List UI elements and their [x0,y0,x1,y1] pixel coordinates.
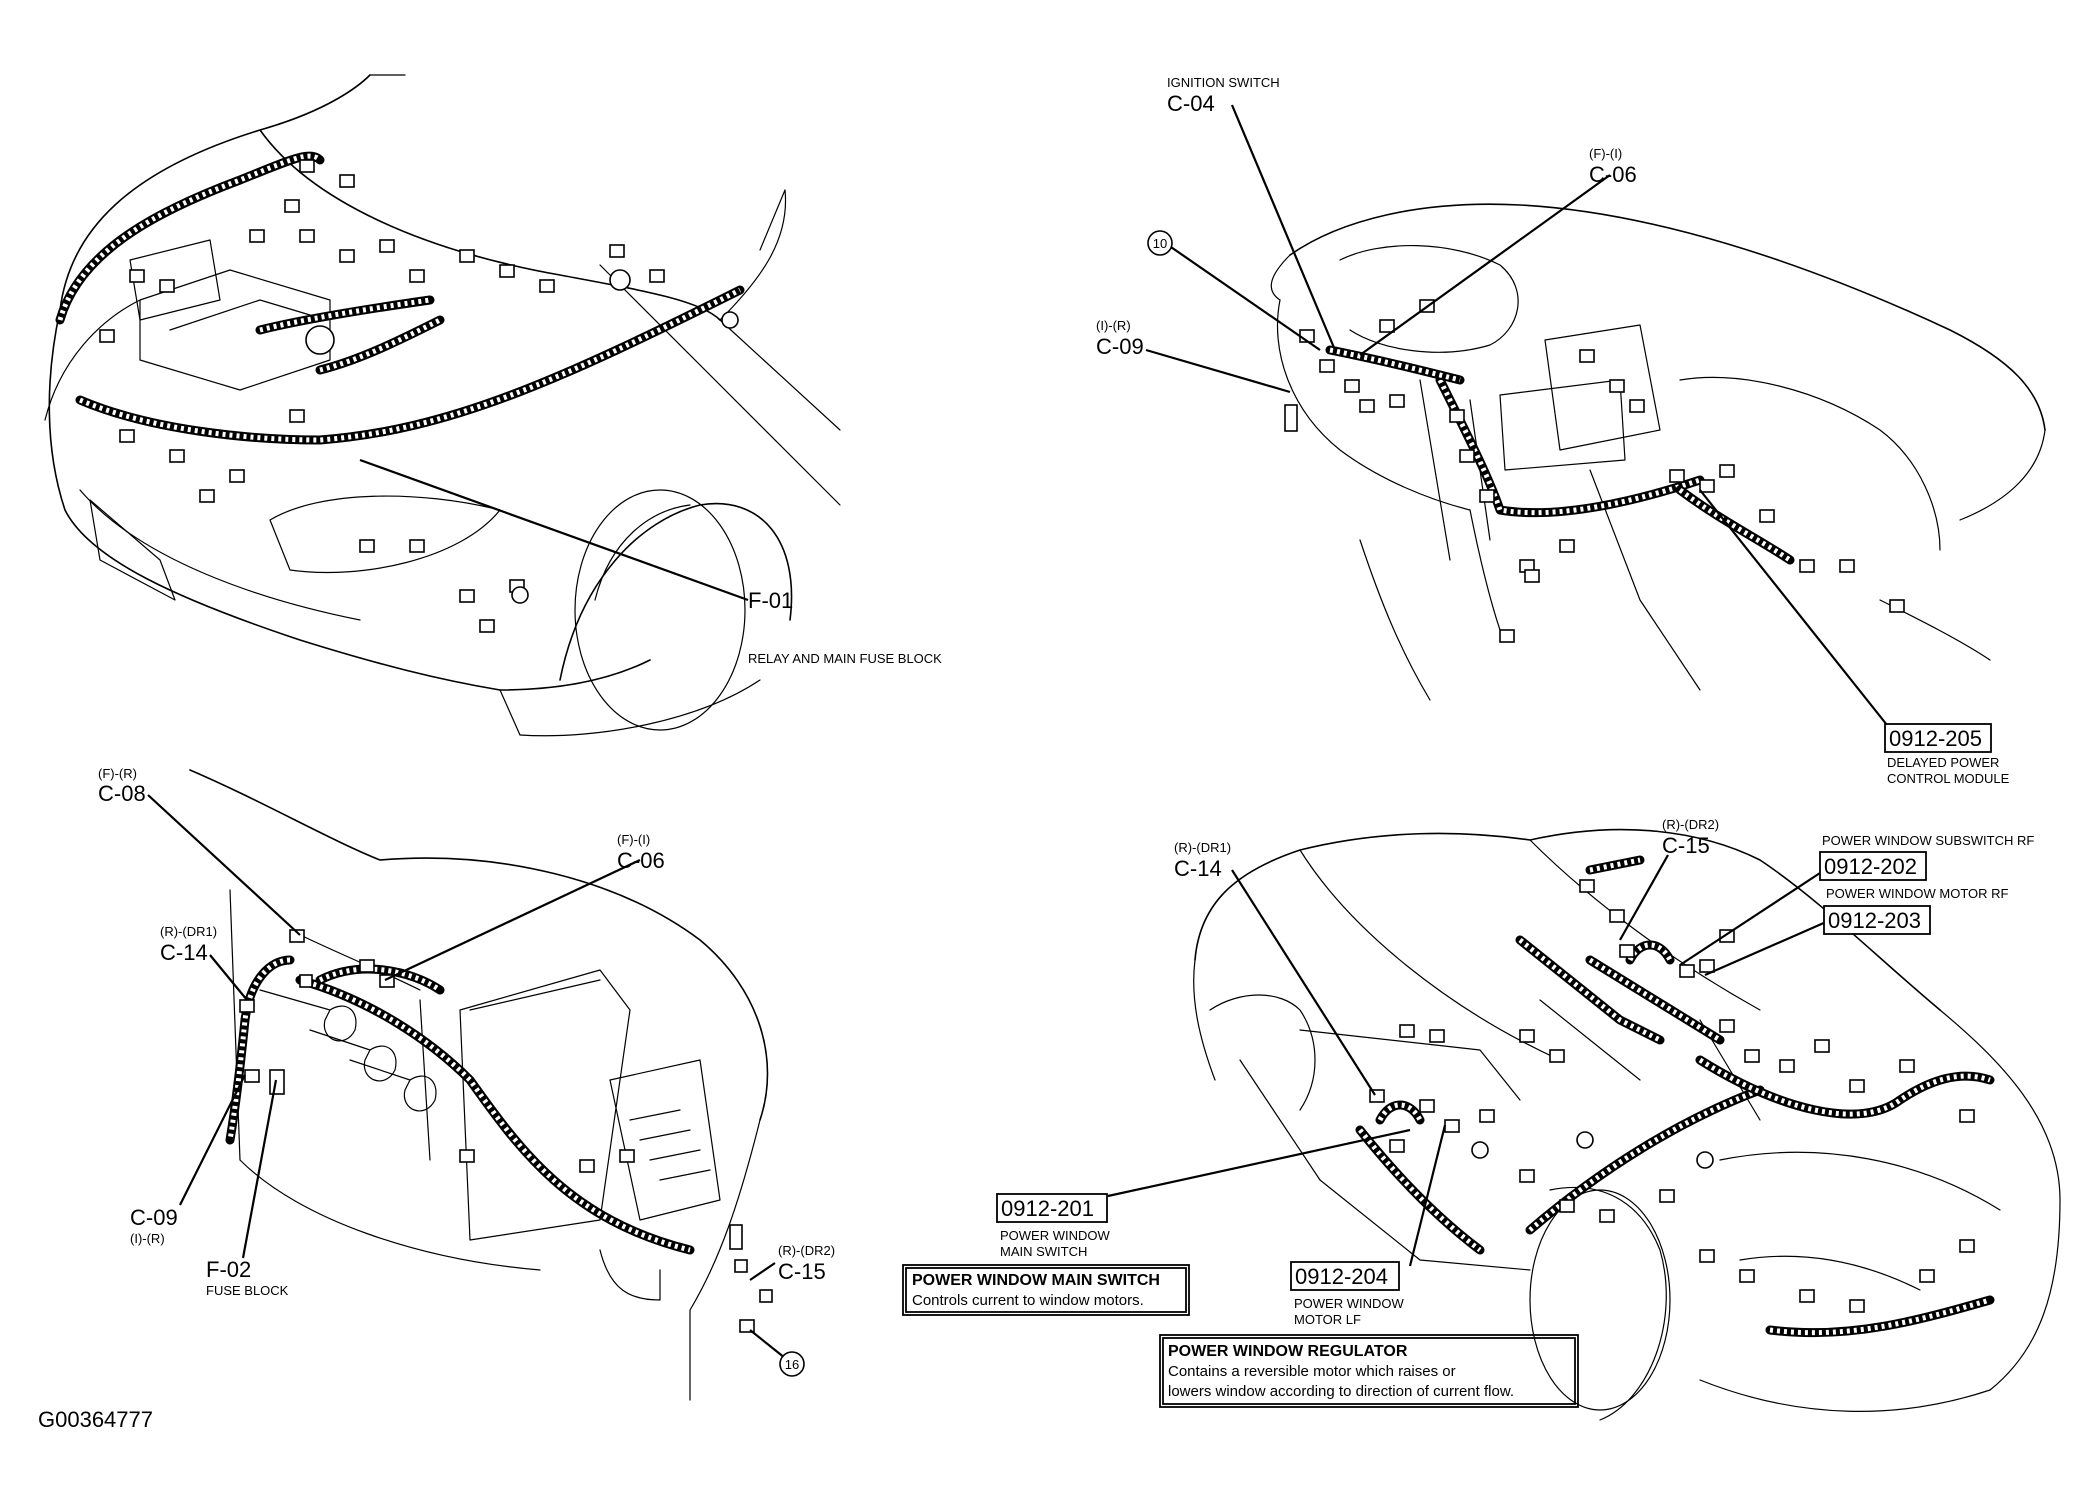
part-0912-202-box [1819,851,1927,881]
leader-0912-203 [1704,920,1827,977]
callout-c14-br-desc: (R)-(DR1) [1174,840,1231,855]
callout-c04-desc: IGNITION SWITCH [1167,75,1280,90]
figure-id: G00364777 [38,1407,153,1432]
part-0912-205-desc-1: DELAYED POWER [1887,755,1999,770]
callout-c04-code: C-04 [1167,91,1215,116]
callout-c15-bl-code: C-15 [778,1259,826,1284]
part-0912-203-code: 0912-203 [1828,908,1921,933]
leader-c14-br [1231,869,1376,1096]
leader-0912-205 [1699,489,1888,726]
callout-c08-desc: (F)-(R) [98,766,137,781]
instrument-connectors [1284,299,1905,643]
engine-connectors [99,159,739,633]
part-0912-204-desc-2: MOTOR LF [1294,1312,1361,1327]
leader-0912-204 [1408,1124,1447,1267]
engine-compartment-view [44,74,841,737]
callout-c15-br-code: C-15 [1662,833,1710,858]
under-dash-harness [225,955,695,1255]
circled-number-16-marker [779,1351,805,1377]
callout-f01-code: F-01 [748,588,793,613]
part-0912-203-desc: POWER WINDOW MOTOR RF [1826,886,2009,901]
callout-c14-bl-code: C-14 [160,940,208,965]
info-box-main-switch: POWER WINDOW MAIN SWITCH Controls curren… [902,1264,1190,1316]
part-0912-201-desc-2: MAIN SWITCH [1000,1244,1087,1259]
leader-c04 [1230,104,1337,351]
part-0912-205-desc-2: CONTROL MODULE [1887,771,2010,786]
vehicle-body-view [1193,828,2061,1421]
instrument-harness [1325,345,1795,565]
leader-c15-br [1619,854,1669,941]
part-0912-201-box [996,1193,1108,1223]
leader-c06-bl [384,859,641,981]
leader-f02 [241,1079,278,1259]
vehicle-harness [1355,855,1995,1338]
engine-harness [55,151,745,445]
leader-c09-tr [1145,348,1291,394]
info-box-regulator-title: POWER WINDOW REGULATOR [1168,1343,1408,1360]
callout-c06-tr-code: C-06 [1589,162,1637,187]
leader-circle-16 [749,1329,786,1359]
info-box-regulator: POWER WINDOW REGULATOR Contains a revers… [1159,1334,1579,1408]
part-0912-204-box [1290,1261,1400,1291]
vehicle-connectors [1369,879,1975,1313]
part-0912-201-code: 0912-201 [1001,1196,1094,1221]
callout-c14-bl-desc: (R)-(DR1) [160,924,217,939]
part-0912-203-box [1823,905,1931,935]
callout-c08-code: C-08 [98,781,146,806]
under-dash-connectors [239,929,773,1333]
leader-0912-201 [1107,1128,1411,1198]
part-0912-201-desc-1: POWER WINDOW [1000,1228,1110,1243]
leader-0912-202 [1679,872,1821,966]
leader-c14-bl [209,954,248,1001]
leader-circle-10 [1167,244,1321,351]
callout-f02-desc: FUSE BLOCK [206,1283,289,1298]
leader-c08 [147,794,301,936]
info-box-main-switch-line-1: Controls current to window motors. [912,1292,1144,1309]
info-box-main-switch-title: POWER WINDOW MAIN SWITCH [912,1272,1160,1289]
info-box-regulator-line-2: lowers window according to direction of … [1168,1383,1514,1400]
callout-c15-br-desc: (R)-(DR2) [1662,817,1719,832]
circled-number-10: 10 [1153,236,1167,251]
callout-c06-tr-desc: (F)-(I) [1589,146,1622,161]
part-0912-205-code: 0912-205 [1889,726,1982,751]
callout-c15-bl-desc: (R)-(DR2) [778,1243,835,1258]
part-0912-204-desc-1: POWER WINDOW [1294,1296,1404,1311]
callout-c06-bl-code: C-06 [617,848,665,873]
part-0912-204-code: 0912-204 [1295,1264,1388,1289]
callout-c09-bl-desc: (I)-(R) [130,1231,165,1246]
callout-f01-desc: RELAY AND MAIN FUSE BLOCK [748,651,942,666]
leader-c15-bl [749,1262,776,1281]
leader-c06-tr [1359,174,1611,356]
callout-c14-br-code: C-14 [1174,856,1222,881]
instrument-panel-view [1270,203,2046,701]
circled-number-10-marker [1147,230,1173,256]
leader-c09-bl [179,1074,246,1206]
leader-f01 [359,458,749,602]
part-0912-202-desc: POWER WINDOW SUBSWITCH RF [1822,833,2034,848]
callout-c06-bl-desc: (F)-(I) [617,832,650,847]
info-box-regulator-line-1: Contains a reversible motor which raises… [1168,1363,1456,1380]
circled-number-16: 16 [785,1357,799,1372]
callout-c09-tr-desc: (I)-(R) [1096,318,1131,333]
part-0912-205-box [1884,723,1992,753]
callout-f02-code: F-02 [206,1257,251,1282]
part-0912-202-code: 0912-202 [1824,854,1917,879]
callout-c09-tr-code: C-09 [1096,334,1144,359]
callout-c09-bl-code: C-09 [130,1205,178,1230]
